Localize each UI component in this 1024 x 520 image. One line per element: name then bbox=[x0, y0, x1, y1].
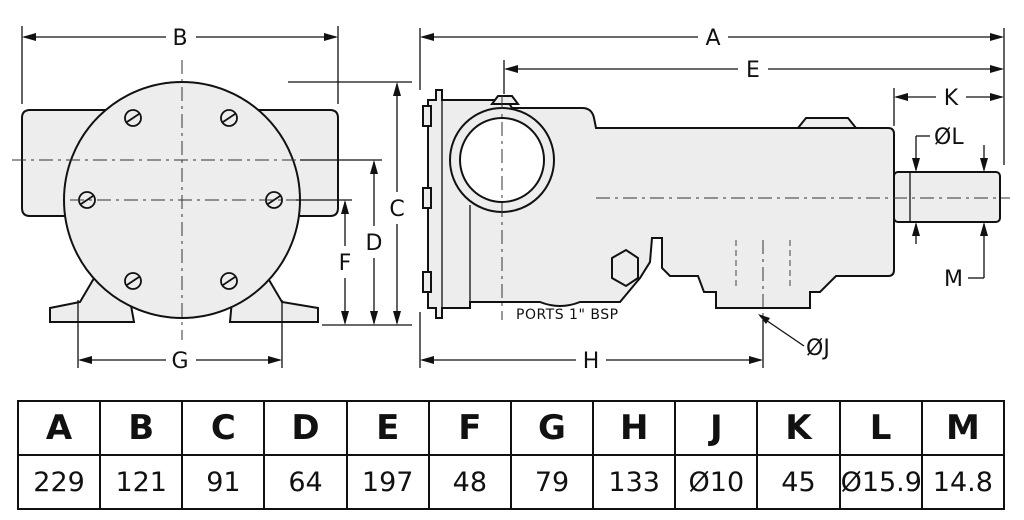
dim-label-k: K bbox=[944, 86, 959, 111]
table-value-cell: 45 bbox=[756, 454, 841, 510]
side-view bbox=[422, 89, 1010, 320]
flange-bolt bbox=[422, 271, 432, 293]
table-header-row: A B C D E F G H J K L M bbox=[16, 400, 1006, 456]
side-view-dimensions: A E K ØL M H bbox=[419, 26, 1005, 374]
dim-label-d: D bbox=[366, 231, 383, 256]
ports-note: PORTS 1" BSP bbox=[516, 307, 619, 323]
housing-top-pad bbox=[795, 117, 859, 129]
dim-label-a: A bbox=[705, 26, 720, 51]
dim-label-h: H bbox=[583, 349, 600, 374]
table-value-cell: 48 bbox=[427, 454, 512, 510]
table-value-cell: 91 bbox=[181, 454, 266, 510]
pump-technical-drawing: B G F D C bbox=[12, 26, 1010, 374]
dim-label-e: E bbox=[746, 58, 760, 83]
table-value-cell: 229 bbox=[16, 454, 102, 510]
table-value-cell: 64 bbox=[263, 454, 348, 510]
table-value-cell: 133 bbox=[592, 454, 677, 510]
table-header-cell: A bbox=[16, 400, 102, 456]
hex-nut bbox=[611, 248, 639, 288]
table-header-cell: F bbox=[427, 400, 512, 456]
table-value-cell: 79 bbox=[509, 454, 595, 510]
table-header-cell: E bbox=[345, 400, 430, 456]
front-view-dimensions: B G F D C bbox=[21, 26, 412, 374]
table-header-cell: H bbox=[592, 400, 677, 456]
dimensions-table: A B C D E F G H J K L M 229 121 91 64 19… bbox=[16, 400, 1006, 510]
flange-bolt bbox=[422, 105, 432, 127]
front-view bbox=[12, 60, 350, 340]
cover-screw bbox=[124, 109, 142, 127]
table-header-cell: C bbox=[181, 400, 266, 456]
dim-label-c: C bbox=[389, 197, 404, 222]
cover-screw bbox=[220, 272, 238, 290]
dim-label-g: G bbox=[171, 349, 188, 374]
drive-shaft bbox=[893, 171, 1001, 223]
dim-label-b: B bbox=[172, 26, 187, 51]
table-value-row: 229 121 91 64 197 48 79 133 Ø10 45 Ø15.9… bbox=[16, 454, 1006, 510]
top-boss bbox=[490, 95, 520, 105]
table-value-cell: 197 bbox=[345, 454, 430, 510]
table-header-cell: M bbox=[920, 400, 1006, 456]
cover-screw bbox=[220, 109, 238, 127]
dim-label-j: ØJ bbox=[806, 336, 830, 361]
table-header-cell: B bbox=[99, 400, 184, 456]
flange-bolt bbox=[422, 187, 432, 209]
dim-label-f: F bbox=[339, 251, 352, 276]
table-header-cell: K bbox=[756, 400, 841, 456]
table-value-cell: Ø15.9 bbox=[838, 454, 923, 510]
table-header-cell: D bbox=[263, 400, 348, 456]
table-header-cell: L bbox=[838, 400, 923, 456]
dim-label-m: M bbox=[944, 267, 963, 292]
table-value-cell: Ø10 bbox=[674, 454, 759, 510]
table-value-cell: 121 bbox=[99, 454, 184, 510]
table-header-cell: G bbox=[509, 400, 595, 456]
table-value-cell: 14.8 bbox=[920, 454, 1006, 510]
table-header-cell: J bbox=[674, 400, 759, 456]
cover-screw bbox=[124, 272, 142, 290]
dim-label-l: ØL bbox=[934, 125, 964, 150]
